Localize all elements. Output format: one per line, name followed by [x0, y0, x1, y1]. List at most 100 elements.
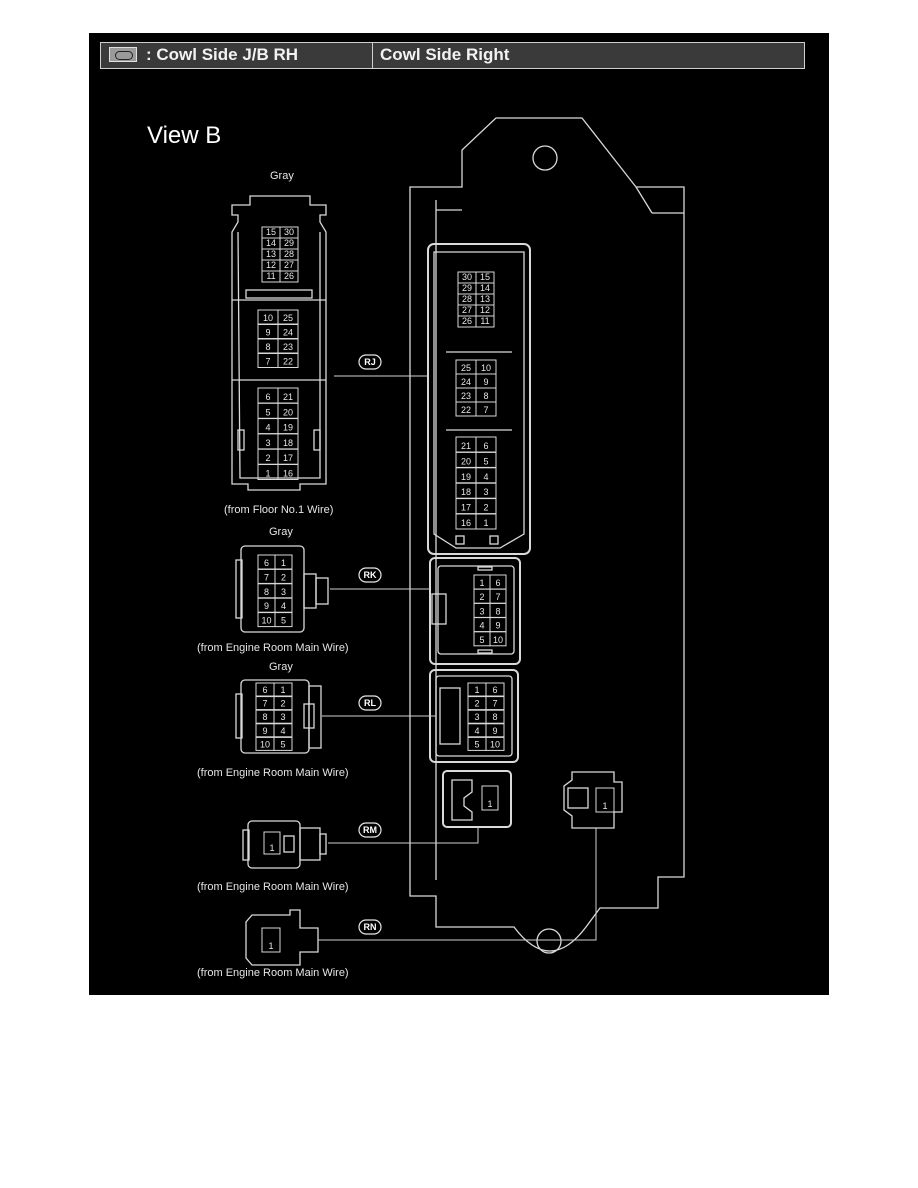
pin-number-rj-harness: 14	[266, 238, 276, 248]
pin-number-rj-jb: 1	[483, 518, 488, 528]
pin-number-rj-harness: 17	[283, 453, 293, 463]
pin-cavity	[273, 682, 293, 697]
pin-number-rj-jb: 4	[483, 472, 488, 482]
pin-cavity	[475, 315, 495, 328]
pin-number-rj-jb: 30	[462, 272, 472, 282]
component-title: : Cowl Side J/B RH	[146, 45, 299, 64]
pin-number-rj-harness: 10	[263, 313, 273, 323]
pin-number-rj-jb: 11	[480, 316, 489, 326]
pin-number-rj-harness: 27	[284, 260, 294, 270]
pin-number-rk-jb: 3	[479, 606, 484, 616]
pin-number-rj-harness: 29	[284, 238, 294, 248]
svg-text:RN: RN	[364, 922, 377, 932]
connector-rn-harness	[245, 909, 319, 966]
pin-number-rl-harness: 9	[262, 726, 267, 736]
pin-number-rk-harness: 10	[261, 616, 271, 626]
mounting-hole-top	[532, 145, 558, 171]
pin-number-rk-harness: 8	[264, 587, 269, 597]
pin-number-rj-jb: 19	[461, 472, 471, 482]
pin-cavity	[263, 831, 281, 855]
component-location: Cowl Side Right	[380, 45, 510, 64]
pin-number-rk-harness: 5	[281, 616, 286, 626]
connector-rm-jb-pins: 1	[481, 785, 499, 811]
pin-cavity	[273, 723, 293, 738]
pin-number-rj-harness: 15	[266, 227, 276, 237]
pin-cavity	[274, 612, 293, 628]
pin-number-rm-harness: 1	[269, 843, 274, 853]
pin-number-rj-jb: 16	[461, 518, 471, 528]
pin-number-rl-harness: 3	[280, 712, 285, 722]
pin-number-rj-jb: 18	[461, 487, 471, 497]
connector-rj-tag: RJ	[334, 354, 428, 377]
pin-number-rl-jb: 7	[492, 699, 497, 709]
pin-number-rk-harness: 4	[281, 601, 286, 611]
pin-number-rk-jb: 2	[479, 592, 484, 602]
pin-cavity	[481, 785, 499, 811]
pin-number-rl-jb: 6	[492, 685, 497, 695]
connector-rn-source: (from Engine Room Main Wire)	[197, 967, 349, 979]
pin-number-rj-jb: 10	[481, 363, 491, 373]
pin-number-rj-jb: 8	[483, 391, 488, 401]
connector-rk-tag: RK	[330, 567, 430, 590]
connector-rj-source: (from Floor No.1 Wire)	[224, 504, 333, 516]
pin-number-rj-harness: 5	[265, 407, 270, 417]
pin-number-rn-harness: 1	[268, 941, 273, 951]
svg-text:RK: RK	[364, 570, 377, 580]
pin-number-rj-harness: 7	[265, 357, 270, 367]
connector-rk-source: (from Engine Room Main Wire)	[197, 642, 349, 654]
pin-number-rj-harness: 13	[266, 249, 276, 259]
pin-number-rj-jb: 21	[461, 441, 471, 451]
pin-number-rj-jb: 25	[461, 363, 471, 373]
pin-number-rk-jb: 6	[495, 578, 500, 588]
pin-number-rl-harness: 1	[280, 685, 285, 695]
pin-number-rl-jb: 8	[492, 712, 497, 722]
pin-number-rj-jb: 28	[462, 294, 472, 304]
view-label: View B	[147, 122, 221, 149]
pin-number-rj-harness: 22	[283, 357, 293, 367]
pin-number-rl-jb: 9	[492, 726, 497, 736]
pin-number-rj-harness: 20	[283, 407, 293, 417]
connector-rm-harness	[242, 820, 327, 869]
pin-number-rj-harness: 26	[284, 271, 294, 281]
pin-number-rk-jb: 1	[479, 578, 484, 588]
connector-rm-jb	[442, 770, 512, 828]
connector-rn-harness-pins: 1	[261, 927, 281, 953]
pin-cavity	[595, 787, 615, 813]
pin-cavity	[485, 709, 505, 724]
pin-number-rj-jb: 3	[483, 487, 488, 497]
connector-rk-color: Gray	[269, 526, 293, 538]
pin-number-rl-jb: 1	[474, 685, 479, 695]
header-bar: : Cowl Side J/B RH Cowl Side Right	[100, 42, 805, 69]
pin-cavity	[485, 682, 505, 697]
svg-text:RL: RL	[364, 698, 376, 708]
pin-number-rm-jb: 1	[487, 799, 492, 809]
pin-number-rk-jb: 4	[479, 621, 484, 631]
connector-rk-harness: Gray	[235, 526, 329, 633]
pin-cavity	[485, 736, 505, 751]
svg-text:RJ: RJ	[364, 357, 376, 367]
svg-text:RM: RM	[363, 825, 377, 835]
pin-number-rl-harness: 7	[262, 699, 267, 709]
header-left-cell: : Cowl Side J/B RH	[101, 43, 373, 68]
pin-number-rj-harness: 25	[283, 313, 293, 323]
pin-number-rj-jb: 15	[480, 272, 490, 282]
pin-number-rj-jb: 12	[480, 305, 490, 315]
connector-rj-jb	[427, 243, 531, 555]
pin-number-rj-harness: 30	[284, 227, 294, 237]
pin-number-rj-harness: 11	[266, 271, 275, 281]
pin-number-rj-harness: 23	[283, 342, 293, 352]
connector-rl-color: Gray	[269, 661, 293, 673]
pin-number-rl-harness: 2	[280, 699, 285, 709]
pin-number-rj-jb: 24	[461, 377, 471, 387]
pin-number-rl-jb: 4	[474, 726, 479, 736]
pin-cavity	[261, 927, 281, 953]
junction-block-icon	[109, 47, 137, 62]
pin-cavity	[475, 513, 497, 530]
pin-number-rj-jb: 2	[483, 503, 488, 513]
pin-number-rj-jb: 13	[480, 294, 490, 304]
